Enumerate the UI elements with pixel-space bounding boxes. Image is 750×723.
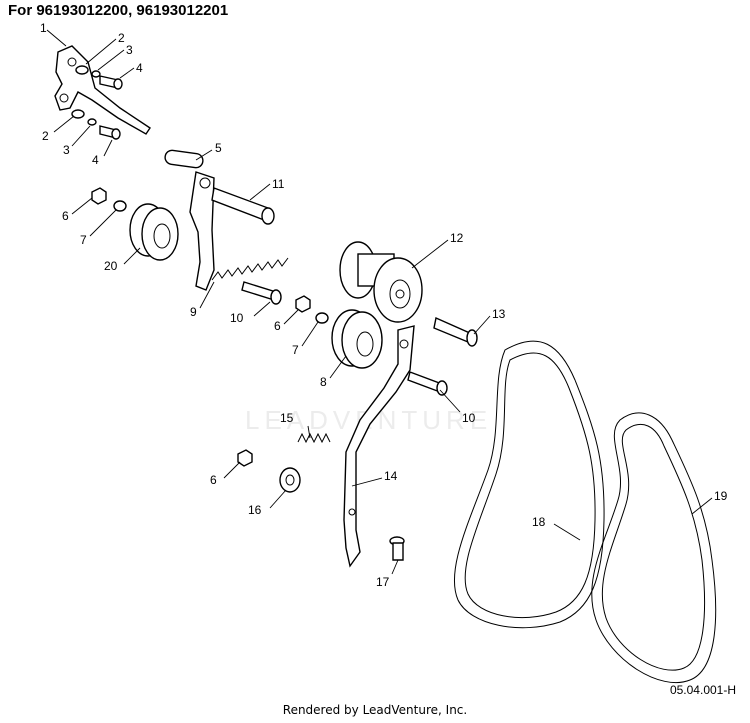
part-10-bolt-a[interactable] bbox=[241, 281, 282, 305]
part-17-pin[interactable] bbox=[389, 536, 405, 561]
callout-10-b: 10 bbox=[462, 411, 476, 425]
callout-15: 15 bbox=[280, 411, 294, 425]
callout-19: 19 bbox=[714, 489, 728, 503]
callout-8: 8 bbox=[320, 375, 327, 389]
part-13-bolt[interactable] bbox=[433, 317, 478, 347]
part-16-spacer[interactable] bbox=[279, 467, 301, 493]
callout-5: 5 bbox=[215, 141, 222, 155]
part-3-lockwasher-lower[interactable] bbox=[87, 118, 97, 126]
callout-11: 11 bbox=[272, 177, 285, 191]
part-2-washer-lower[interactable] bbox=[71, 109, 85, 119]
part-2-washer-upper[interactable] bbox=[75, 65, 89, 75]
callout-labels: 1 2 3 4 2 3 4 5 11 6 7 20 9 12 10 6 7 8 … bbox=[40, 21, 728, 589]
callout-2-lower: 2 bbox=[42, 129, 49, 143]
part-10-bolt-b[interactable] bbox=[407, 371, 448, 396]
part-8-pulley[interactable] bbox=[331, 309, 383, 369]
part-1-bracket[interactable] bbox=[54, 45, 151, 135]
callout-10-a: 10 bbox=[230, 311, 244, 325]
callout-2-upper: 2 bbox=[118, 31, 125, 45]
part-4-bolt-lower[interactable] bbox=[99, 125, 121, 140]
callout-17: 17 bbox=[376, 575, 390, 589]
part-4-bolt-upper[interactable] bbox=[99, 75, 123, 90]
part-6-nut-b[interactable] bbox=[295, 295, 311, 313]
callout-1: 1 bbox=[40, 21, 47, 35]
callout-9: 9 bbox=[190, 305, 197, 319]
part-3-lockwasher-upper[interactable] bbox=[91, 70, 101, 78]
part-9-spring[interactable] bbox=[211, 257, 289, 281]
part-11-shoulder-bolt[interactable] bbox=[211, 187, 275, 225]
callout-6-b: 6 bbox=[274, 319, 281, 333]
part-7-washer-b[interactable] bbox=[315, 312, 329, 324]
callout-7-a: 7 bbox=[80, 233, 87, 247]
part-6-nut-c[interactable] bbox=[237, 449, 253, 467]
part-5-idler-arm[interactable] bbox=[164, 149, 215, 291]
callout-4-lower: 4 bbox=[92, 153, 99, 167]
part-14-idler-arm[interactable] bbox=[343, 325, 415, 568]
diagram-title: For 96193012200, 96193012201 bbox=[8, 2, 229, 19]
callout-18: 18 bbox=[532, 515, 546, 529]
part-12-double-pulley[interactable] bbox=[339, 241, 423, 323]
callout-3-upper: 3 bbox=[126, 43, 133, 57]
callout-13: 13 bbox=[492, 307, 506, 321]
callout-12: 12 bbox=[450, 231, 464, 245]
callout-14: 14 bbox=[384, 469, 398, 483]
callout-4-upper: 4 bbox=[136, 61, 143, 75]
callout-6-c: 6 bbox=[210, 473, 217, 487]
part-15-spring[interactable] bbox=[297, 432, 331, 444]
callout-16: 16 bbox=[248, 503, 262, 517]
part-18-belt[interactable] bbox=[453, 340, 605, 629]
callout-3-lower: 3 bbox=[63, 143, 70, 157]
part-7-washer-a[interactable] bbox=[113, 200, 127, 212]
callout-7-b: 7 bbox=[292, 343, 299, 357]
leader-lines bbox=[46, 29, 713, 575]
callout-20: 20 bbox=[104, 259, 118, 273]
part-19-belt[interactable] bbox=[591, 412, 717, 683]
part-6-nut-a[interactable] bbox=[91, 187, 107, 205]
part-20-pulley[interactable] bbox=[129, 203, 179, 261]
diagram-code: 05.04.001-H bbox=[669, 683, 736, 697]
rendered-by-footer: Rendered by LeadVenture, Inc. bbox=[282, 703, 468, 717]
callout-6-a: 6 bbox=[62, 209, 69, 223]
